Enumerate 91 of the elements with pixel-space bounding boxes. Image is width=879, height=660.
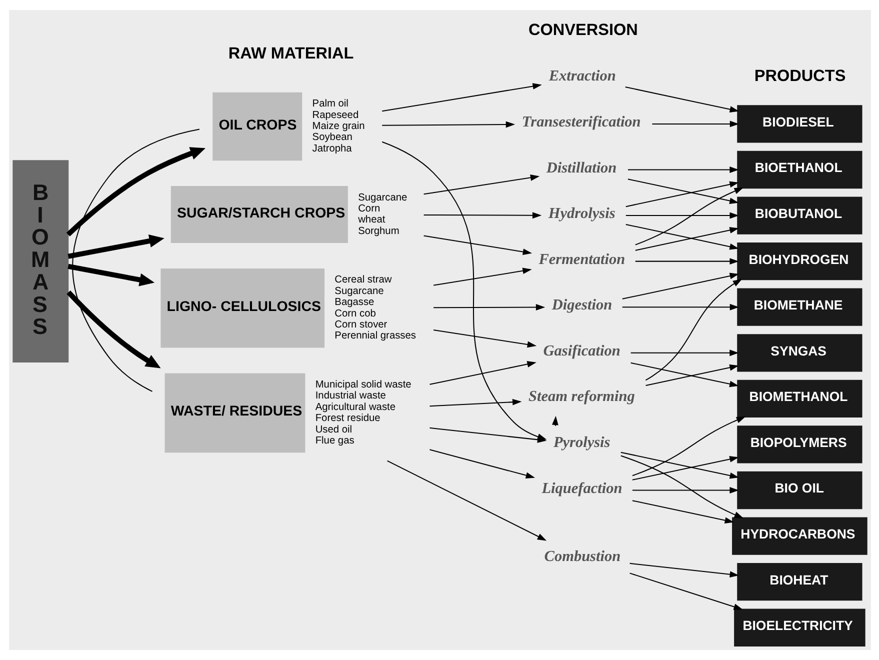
arrow [625,212,738,219]
label: CONVERSION [528,21,638,40]
node-label: Agricultural waste [314,402,396,413]
node-label: Industrial waste [314,390,386,402]
node-text: Distillation [546,159,616,176]
node-box: WASTE/ RESIDUES [164,373,305,453]
arrow [67,264,154,286]
node-label: wheat [358,214,385,226]
node-label: Sugarcane [358,192,407,204]
node-label: Used oil [314,424,352,436]
node-label: Corn cob [334,308,376,320]
label: RAW MATERIAL [228,44,354,63]
node-box: BIOMETHANE [736,288,862,326]
arrow [386,460,546,541]
arrow [423,212,542,219]
node-box: LIGNO- CELLULOSICS [160,268,324,348]
arrow [423,174,540,195]
arrow [382,83,542,112]
arrow [630,350,738,356]
arrow [624,86,738,112]
node-text: Pyrolysis [552,434,610,452]
node-text: Liquefaction [541,480,622,497]
arrow [66,147,205,236]
node-text: Transesterification [521,114,640,130]
node-box: BIOETHANOL [736,150,862,189]
node-label: Rapeseed [312,110,358,121]
node-label: Soybean [312,132,352,144]
node-label: Forest residue [314,413,380,424]
arrow [627,166,738,173]
arrow [382,121,515,128]
arrow [423,235,532,255]
arrow [67,234,164,259]
arrow [629,562,738,578]
connector [72,128,200,392]
node-box: HYDROCARBONS [732,517,867,555]
node-label: Flue gas [314,435,354,446]
node-box: BIODIESEL [736,105,862,143]
arrow [429,361,536,385]
arrow [634,188,743,246]
arrow [634,258,738,265]
node-label: Municipal solid waste [314,379,411,390]
node-box: SYNGAS [736,334,862,372]
node-box: BIOBUTANOL [736,196,862,234]
node-box: OIL CROPS [212,92,302,161]
node-text: Digestion [551,296,612,314]
node-box: BIO OIL [736,471,862,510]
node-box: BIOHYDROGEN [736,242,862,280]
arrow [66,290,160,368]
node-label: Palm oil [312,98,348,110]
arrow [429,449,535,478]
arrow [429,398,522,407]
arrow [632,487,738,494]
arrow [433,304,545,310]
node-label: Corn stover [334,319,387,330]
node-label: Sorghum [358,226,399,237]
arrow [432,329,536,348]
node-box: SUGAR/STARCH CROPS [170,186,348,243]
node-box: BIOPOLYMERS [736,426,862,464]
node-box: BIOMASS [12,160,68,363]
node-box: BIOHEAT [736,563,862,601]
arrow [629,572,742,610]
node-text: Gasification [542,342,620,360]
arrow [645,364,738,386]
arrow [630,362,738,388]
node-text: Steam reforming [528,388,634,406]
arrow [634,227,738,251]
node-label: Corn [358,203,380,214]
node-text: Fermentation [538,250,625,268]
node-text: Hydrolysis [548,205,615,222]
node-label: Cereal straw [334,274,392,286]
arrow [625,224,738,250]
label: PRODUCTS [754,67,846,86]
node-box: BIOELECTRICITY [734,608,865,646]
node-label: Jatropha [312,143,352,154]
node-label: Perennial grasses [334,330,416,342]
arrow [622,272,738,300]
arrow [620,455,743,518]
node-label: Sugarcane [334,286,384,297]
arrow [652,120,739,128]
arrow [632,416,746,476]
arrow [432,268,532,286]
arrow [632,500,734,524]
arrow [620,452,738,479]
node-text: Extraction [548,68,616,85]
node-box: BIOMETHANOL [736,380,862,418]
node-label: Bagasse [334,297,374,308]
arrow [622,304,739,310]
node-label: Maize grain [312,121,364,132]
node-text: Combustion [544,548,620,565]
arrow [644,278,742,381]
arrow [632,456,738,480]
